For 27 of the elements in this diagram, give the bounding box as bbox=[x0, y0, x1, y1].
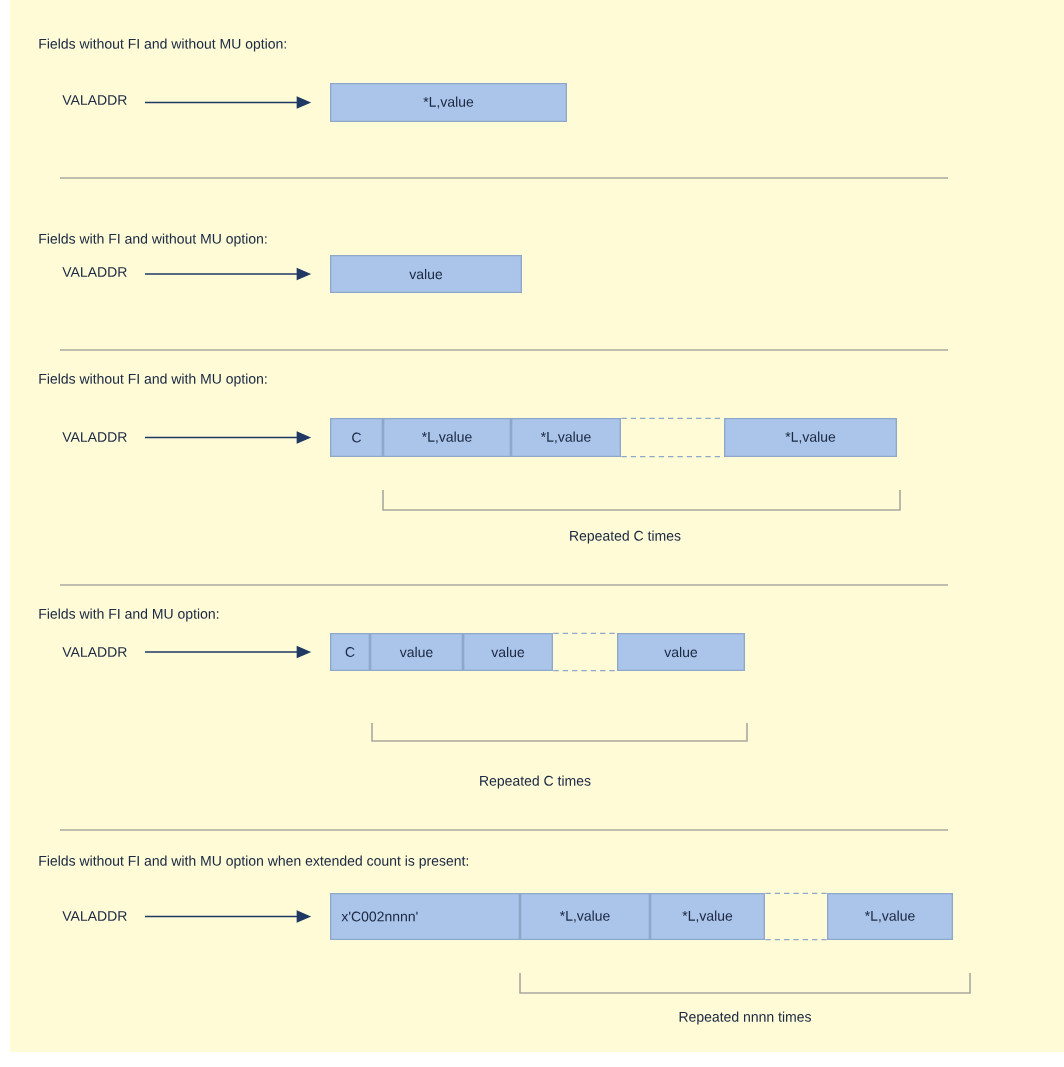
field-cell: value bbox=[617, 633, 745, 671]
bracket-label: Repeated C times bbox=[570, 530, 681, 544]
field-cell: *L,value bbox=[511, 418, 621, 457]
field-cell: *L,value bbox=[330, 83, 567, 122]
field-cell: *L,value bbox=[724, 418, 897, 457]
pointer-label: VALADDR bbox=[62, 911, 127, 921]
field-cell: *L,value bbox=[520, 893, 650, 940]
field-cell: C bbox=[330, 633, 370, 671]
pointer-label: VALADDR bbox=[62, 267, 127, 277]
field-cell: value bbox=[463, 633, 553, 671]
field-cell: C bbox=[330, 418, 383, 457]
bracket-label: Repeated nnnn times bbox=[679, 1011, 811, 1025]
bracket-label: Repeated C times bbox=[480, 775, 591, 789]
dashed-gap bbox=[552, 632, 618, 672]
section-heading: Fields without FI and with MU option when extended count is present: bbox=[39, 855, 469, 869]
dashed-gap bbox=[764, 892, 828, 941]
pointer-label: VALADDR bbox=[62, 647, 127, 657]
section-heading: Fields with FI and MU option: bbox=[39, 608, 219, 622]
pointer-label: VALADDR bbox=[62, 95, 127, 105]
section-heading: Fields without FI and with MU option: bbox=[39, 373, 267, 387]
field-cell: x'C002nnnn' bbox=[330, 893, 520, 940]
field-cell: *L,value bbox=[827, 893, 953, 940]
field-cell: *L,value bbox=[650, 893, 765, 940]
field-cell: value bbox=[330, 255, 522, 293]
pointer-label: VALADDR bbox=[62, 432, 127, 442]
section-heading: Fields without FI and without MU option: bbox=[39, 38, 286, 52]
section-heading: Fields with FI and without MU option: bbox=[39, 233, 267, 247]
